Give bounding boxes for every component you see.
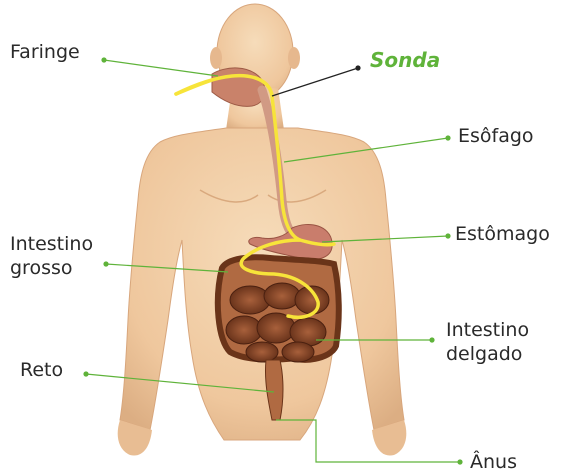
label-esofago: Esôfago (458, 124, 534, 148)
label-reto: Reto (20, 358, 63, 382)
label-intestino-grosso-line2: grosso (10, 256, 73, 280)
leader-faringe (104, 60, 218, 76)
label-estomago: Estômago (455, 222, 550, 246)
label-anus: Ânus (470, 450, 517, 474)
label-faringe: Faringe (10, 40, 80, 64)
label-intestino-delgado-line2: delgado (446, 342, 522, 366)
human-body (118, 4, 407, 456)
label-intestino-delgado-line1: Intestino (446, 318, 529, 342)
probe-end (176, 80, 212, 94)
label-sonda: Sonda (370, 48, 440, 72)
label-intestino-grosso-line1: Intestino (10, 232, 93, 256)
